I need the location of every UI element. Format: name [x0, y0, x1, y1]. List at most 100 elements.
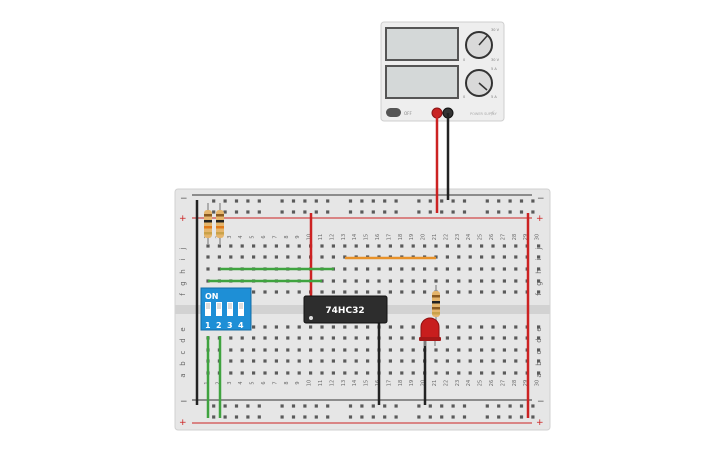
breadboard-hole[interactable] [491, 290, 495, 294]
breadboard-hole[interactable] [252, 359, 256, 363]
breadboard-hole[interactable] [360, 199, 364, 203]
breadboard-hole[interactable] [514, 267, 518, 271]
breadboard-hole[interactable] [366, 325, 370, 329]
breadboard-hole[interactable] [286, 371, 290, 375]
breadboard-hole[interactable] [343, 279, 347, 283]
breadboard-hole[interactable] [468, 325, 472, 329]
breadboard-hole[interactable] [434, 348, 438, 352]
breadboard-hole[interactable] [514, 279, 518, 283]
breadboard-hole[interactable] [388, 244, 392, 248]
breadboard-hole[interactable] [274, 348, 278, 352]
breadboard-hole[interactable] [508, 199, 512, 203]
breadboard-hole[interactable] [326, 404, 330, 408]
breadboard-hole[interactable] [485, 415, 489, 419]
breadboard-hole[interactable] [252, 325, 256, 329]
breadboard-hole[interactable] [246, 415, 250, 419]
breadboard-hole[interactable] [343, 371, 347, 375]
breadboard-hole[interactable] [417, 210, 421, 214]
breadboard-hole[interactable] [514, 290, 518, 294]
breadboard-hole[interactable] [445, 267, 449, 271]
breadboard-hole[interactable] [252, 336, 256, 340]
breadboard-hole[interactable] [303, 199, 307, 203]
breadboard-hole[interactable] [400, 336, 404, 340]
dip-toggle-1[interactable] [205, 302, 211, 316]
breadboard-hole[interactable] [274, 244, 278, 248]
breadboard-hole[interactable] [388, 267, 392, 271]
breadboard-hole[interactable] [388, 279, 392, 283]
breadboard-hole[interactable] [343, 348, 347, 352]
breadboard-hole[interactable] [343, 244, 347, 248]
breadboard-hole[interactable] [297, 255, 301, 259]
breadboard-hole[interactable] [457, 359, 461, 363]
breadboard-hole[interactable] [502, 290, 506, 294]
breadboard-hole[interactable] [480, 336, 484, 340]
breadboard-hole[interactable] [480, 290, 484, 294]
breadboard-hole[interactable] [354, 348, 358, 352]
breadboard-hole[interactable] [291, 210, 296, 214]
breadboard-hole[interactable] [445, 336, 449, 340]
breadboard-hole[interactable] [354, 371, 358, 375]
breadboard-hole[interactable] [434, 359, 438, 363]
breadboard-hole[interactable] [428, 199, 432, 203]
breadboard-hole[interactable] [320, 336, 324, 340]
breadboard-hole[interactable] [514, 371, 518, 375]
breadboard-hole[interactable] [360, 404, 364, 408]
breadboard-hole[interactable] [537, 279, 541, 283]
breadboard-hole[interactable] [320, 371, 324, 375]
breadboard-hole[interactable] [212, 210, 216, 214]
breadboard-hole[interactable] [257, 210, 261, 214]
breadboard-hole[interactable] [462, 404, 467, 408]
breadboard-hole[interactable] [366, 244, 370, 248]
breadboard-hole[interactable] [434, 244, 438, 248]
breadboard-hole[interactable] [234, 415, 239, 419]
breadboard-hole[interactable] [537, 244, 541, 248]
breadboard-hole[interactable] [434, 279, 438, 283]
breadboard-hole[interactable] [480, 325, 484, 329]
breadboard-hole[interactable] [388, 371, 392, 375]
breadboard-hole[interactable] [354, 336, 358, 340]
breadboard-hole[interactable] [206, 255, 210, 259]
breadboard-hole[interactable] [246, 404, 250, 408]
breadboard-hole[interactable] [263, 336, 267, 340]
breadboard-hole[interactable] [280, 404, 284, 408]
breadboard-hole[interactable] [445, 290, 449, 294]
pulldown-resistor-2[interactable] [216, 203, 224, 245]
chip-74hc32[interactable]: 74HC32 [303, 295, 388, 324]
breadboard-hole[interactable] [326, 210, 330, 214]
breadboard-hole[interactable] [411, 244, 415, 248]
breadboard-hole[interactable] [366, 359, 370, 363]
breadboard-hole[interactable] [309, 348, 313, 352]
breadboard-hole[interactable] [508, 404, 512, 408]
breadboard-hole[interactable] [491, 336, 495, 340]
breadboard-hole[interactable] [428, 415, 432, 419]
breadboard-hole[interactable] [383, 415, 387, 419]
breadboard-hole[interactable] [331, 255, 335, 259]
breadboard-hole[interactable] [411, 325, 415, 329]
breadboard-hole[interactable] [423, 290, 427, 294]
breadboard-hole[interactable] [343, 267, 347, 271]
breadboard-hole[interactable] [434, 371, 438, 375]
breadboard-hole[interactable] [502, 336, 506, 340]
breadboard-hole[interactable] [440, 210, 444, 214]
breadboard-hole[interactable] [445, 348, 449, 352]
breadboard-hole[interactable] [514, 348, 518, 352]
breadboard-hole[interactable] [491, 359, 495, 363]
breadboard-hole[interactable] [468, 371, 472, 375]
breadboard-hole[interactable] [274, 359, 278, 363]
breadboard-hole[interactable] [411, 279, 415, 283]
breadboard-hole[interactable] [468, 255, 472, 259]
breadboard-hole[interactable] [280, 210, 284, 214]
breadboard-hole[interactable] [286, 348, 290, 352]
breadboard-hole[interactable] [229, 336, 233, 340]
breadboard-hole[interactable] [212, 415, 216, 419]
breadboard-hole[interactable] [274, 371, 278, 375]
breadboard-hole[interactable] [326, 415, 330, 419]
breadboard-hole[interactable] [286, 255, 290, 259]
breadboard-hole[interactable] [252, 348, 256, 352]
breadboard-hole[interactable] [508, 210, 512, 214]
breadboard-hole[interactable] [480, 267, 484, 271]
breadboard-hole[interactable] [480, 359, 484, 363]
led-resistor[interactable] [432, 285, 440, 324]
breadboard-hole[interactable] [519, 199, 524, 203]
breadboard-hole[interactable] [263, 290, 267, 294]
